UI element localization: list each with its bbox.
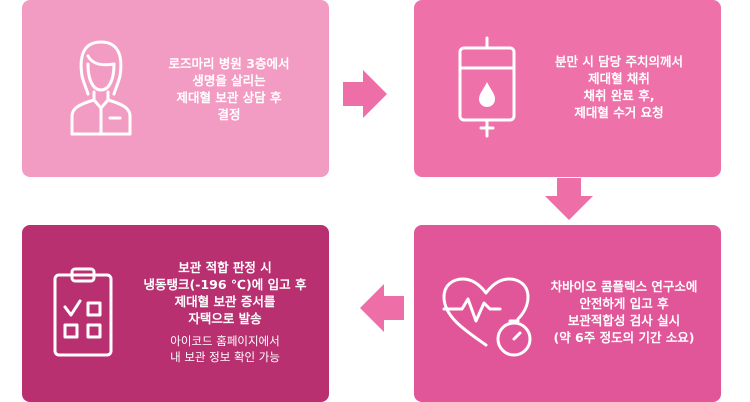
step-2-line-4: 제대혈 수거 요청 [574, 105, 664, 120]
step-2-line-2: 제대혈 채취 [588, 71, 650, 86]
step-1-line-3: 제대혈 보관 상담 후 [176, 90, 282, 105]
step-1-line-1: 로즈마리 병원 3층에서 [168, 56, 290, 71]
arrow-left-icon [360, 284, 404, 332]
checklist-icon [53, 267, 113, 357]
step-2-line-1: 분만 시 담당 주치의께서 [554, 54, 684, 69]
step-4-sub-line-2: 내 보관 정보 확인 가능 [170, 350, 280, 364]
step-1-line-2: 생명을 살리는 [192, 73, 266, 88]
step-4-line-2: 냉동탱크(-196 ℃)에 입고 후 [143, 277, 307, 292]
nurse-icon [70, 40, 132, 136]
step-3-line-1: 차바이오 콤플렉스 연구소에 [550, 279, 698, 294]
arrow-down-icon [545, 178, 593, 220]
heart-monitor-icon [442, 277, 532, 357]
step-4-line-4: 자택으로 발송 [188, 311, 262, 326]
step-3-box: 차바이오 콤플렉스 연구소에 안전하게 입고 후 보관적합성 검사 실시 (약 … [414, 225, 721, 402]
step-3-line-2: 안전하게 입고 후 [579, 296, 669, 311]
blood-bag-icon [458, 36, 516, 138]
step-1-line-4: 결정 [217, 107, 241, 122]
step-2-box: 분만 시 담당 주치의께서 제대혈 채취 채취 완료 후, 제대혈 수거 요청 [414, 0, 721, 177]
step-4-line-3: 제대혈 보관 증서를 [174, 294, 276, 309]
step-4-line-1: 보관 적합 판정 시 [178, 260, 272, 275]
step-3-line-4: (약 6주 정도의 기간 소요) [553, 330, 695, 345]
arrow-right-icon [343, 70, 387, 118]
step-3-line-3: 보관적합성 검사 실시 [567, 313, 681, 328]
step-4-box: 보관 적합 판정 시 냉동탱크(-196 ℃)에 입고 후 제대혈 보관 증서를… [22, 225, 329, 402]
step-2-line-3: 채취 완료 후, [583, 88, 655, 103]
step-1-box: 로즈마리 병원 3층에서 생명을 살리는 제대혈 보관 상담 후 결정 [22, 0, 329, 177]
step-4-sub-line-1: 아이코드 홈페이지에서 [170, 334, 280, 348]
